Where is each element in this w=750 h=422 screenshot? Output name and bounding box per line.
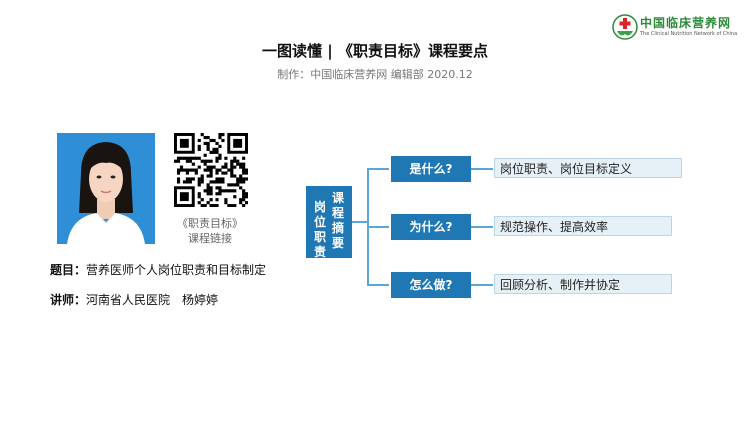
site-logo: 中国临床营养网 The Clinical Nutrition Network o…	[612, 12, 738, 42]
center-col-summary: 课程摘要	[331, 191, 344, 250]
center-topic-box: 课程摘要 岗位职责	[306, 186, 352, 259]
connector-answer-3	[471, 284, 493, 286]
logo-subtitle: The Clinical Nutrition Network of China	[640, 31, 738, 37]
question-why: 为什么?	[391, 214, 471, 240]
question-what: 是什么?	[391, 156, 471, 182]
qr-caption: 《职责目标》 课程链接	[160, 216, 260, 246]
lecturer-value: 河南省人民医院 杨婷婷	[86, 293, 219, 307]
center-col-duty: 岗位职责	[313, 200, 326, 259]
connector-answer-2	[471, 226, 493, 228]
answer-what: 岗位职责、岗位目标定义	[494, 158, 682, 178]
logo-name: 中国临床营养网	[640, 16, 732, 30]
page-subtitle: 制作：中国临床营养网 编辑部 2020.12	[277, 68, 473, 81]
connector-branch-1	[367, 168, 389, 170]
qr-code[interactable]	[174, 133, 249, 208]
connector-branch-2	[367, 226, 389, 228]
qr-caption-line2: 课程链接	[188, 232, 232, 245]
connector-answer-1	[471, 168, 493, 170]
connector-branch-3	[367, 284, 389, 286]
lecturer-label: 讲师：	[50, 293, 87, 307]
lecturer-photo	[57, 133, 155, 244]
logo-cross-icon	[612, 14, 638, 40]
topic-value: 营养医师个人岗位职责和目标制定	[86, 263, 267, 277]
topic-line: 题目：营养医师个人岗位职责和目标制定	[50, 261, 266, 278]
topic-label: 题目：	[50, 263, 87, 277]
connector-main	[352, 221, 368, 223]
page-title: 一图读懂 | 《职责目标》课程要点	[262, 42, 488, 60]
qr-caption-line1: 《职责目标》	[177, 217, 243, 230]
answer-how: 回顾分析、制作并协定	[494, 274, 672, 294]
lecturer-line: 讲师：河南省人民医院 杨婷婷	[50, 291, 218, 308]
answer-why: 规范操作、提高效率	[494, 216, 672, 236]
question-how: 怎么做?	[391, 272, 471, 298]
